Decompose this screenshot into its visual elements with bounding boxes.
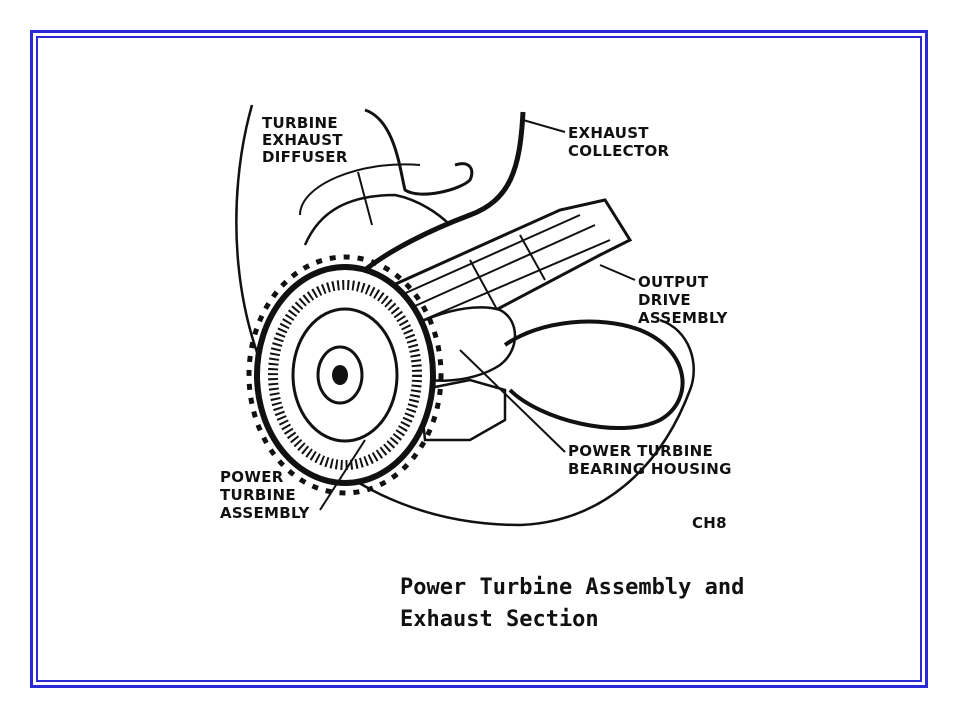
label-turbine-exhaust-diffuser: TURBINE EXHAUST DIFFUSER — [262, 114, 348, 166]
exhaust-outer-sweep — [235, 104, 695, 527]
label-power-turbine-bearing-housing: POWER TURBINE BEARING HOUSING — [568, 442, 732, 478]
caption-line-2: Exhaust Section — [400, 607, 599, 632]
leader-assembly — [319, 439, 366, 511]
leader-diffuser — [357, 171, 373, 226]
label-exhaust-collector: EXHAUST COLLECTOR — [568, 124, 670, 160]
exhaust-collector-curve — [364, 108, 474, 196]
leader-lines — [319, 119, 636, 511]
figure-code: CH8 — [692, 514, 727, 532]
outer-border — [30, 30, 928, 688]
inner-border — [36, 36, 922, 682]
output-loop — [503, 319, 685, 431]
diffuser-shell — [303, 193, 451, 246]
diffuser-lower — [299, 163, 421, 216]
label-power-turbine-assembly: POWER TURBINE ASSEMBLY — [220, 468, 310, 522]
caption-line-1: Power Turbine Assembly and — [400, 575, 744, 600]
exhaust-collector-duct — [363, 111, 526, 272]
leader-bearing — [459, 349, 566, 453]
shaft-inner-lines — [389, 214, 611, 331]
leader-collector — [522, 119, 566, 133]
label-output-drive-assembly: OUTPUT DRIVE ASSEMBLY — [638, 273, 728, 327]
leader-output — [599, 264, 636, 281]
turbine-wheel — [246, 254, 444, 496]
